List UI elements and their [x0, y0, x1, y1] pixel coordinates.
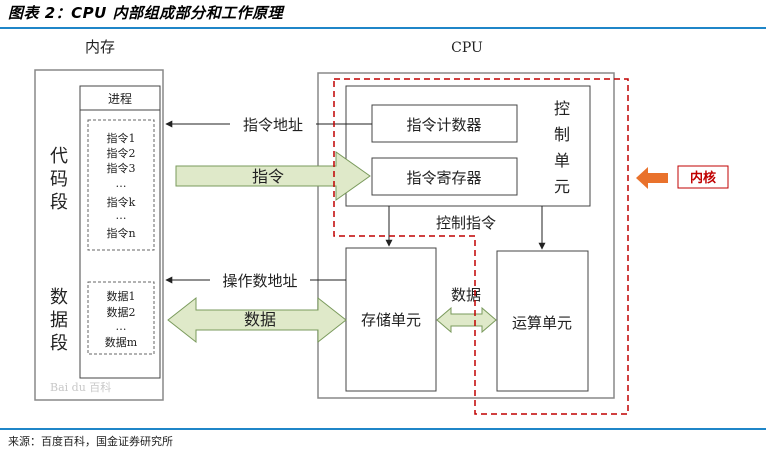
alu-label: 运算单元 [512, 314, 572, 332]
control-unit-char-4: 元 [554, 177, 570, 196]
instruction-list-box [87, 119, 155, 251]
storage-unit-box [345, 247, 437, 392]
core-label-box [677, 165, 729, 189]
data-list-box [87, 281, 155, 355]
memory-title: 内存 [85, 38, 115, 56]
control-unit-char-2: 制 [554, 125, 570, 144]
data-ellipsis: … [116, 320, 127, 333]
internal-data-label: 数据 [451, 286, 481, 304]
instruction-ellipsis-2: … [116, 209, 127, 222]
top-rule [0, 27, 766, 29]
instruction-item-3: 指令3 [107, 161, 136, 175]
instruction-label: 指令 [252, 167, 284, 186]
instruction-register-box [371, 157, 518, 196]
instruction-fetch-arrow [175, 151, 371, 201]
code-seg-char-1: 代 [50, 146, 68, 167]
control-signal-label: 控制指令 [436, 214, 496, 232]
code-seg-char-3: 段 [50, 192, 68, 213]
program-counter-box [371, 104, 518, 143]
instruction-ellipsis-1: … [116, 177, 127, 190]
data-bus-label: 数据 [244, 310, 276, 329]
core-outline [333, 78, 629, 415]
data-item-2: 数据2 [107, 305, 136, 319]
watermark: Bai du 百科 [50, 380, 111, 394]
process-label: 进程 [108, 91, 132, 106]
process-box [79, 85, 161, 379]
instruction-item-2: 指令2 [107, 146, 136, 160]
instruction-register-label: 指令寄存器 [406, 169, 481, 187]
control-unit-char-3: 单 [554, 151, 570, 170]
code-seg-char-2: 码 [50, 169, 68, 190]
control-unit-char-1: 控 [554, 99, 570, 118]
instruction-item-1: 指令1 [107, 131, 136, 145]
operand-address-label: 操作数地址 [222, 272, 297, 290]
data-item-1: 数据1 [107, 289, 136, 303]
data-bus-arrow [167, 296, 347, 344]
cpu-title: CPU [451, 40, 483, 56]
core-pointer-arrow [636, 167, 668, 189]
core-label: 内核 [690, 170, 716, 186]
data-seg-char-1: 数 [50, 287, 68, 308]
instruction-item-n: 指令n [106, 226, 135, 240]
figure-title: 图表 2：CPU 内部组成部分和工作原理 [8, 4, 284, 22]
data-seg-char-2: 据 [50, 310, 68, 331]
source-note: 来源：百度百科，国金证券研究所 [8, 435, 173, 448]
instruction-address-label: 指令地址 [243, 116, 303, 134]
data-seg-char-3: 段 [50, 333, 68, 354]
internal-data-arrow [436, 306, 497, 334]
alu-box [496, 250, 589, 392]
data-item-m: 数据m [105, 335, 138, 349]
program-counter-label: 指令计数器 [406, 116, 481, 134]
instruction-item-k: 指令k [107, 195, 136, 209]
storage-unit-label: 存储单元 [361, 311, 421, 329]
bottom-rule [0, 428, 766, 430]
